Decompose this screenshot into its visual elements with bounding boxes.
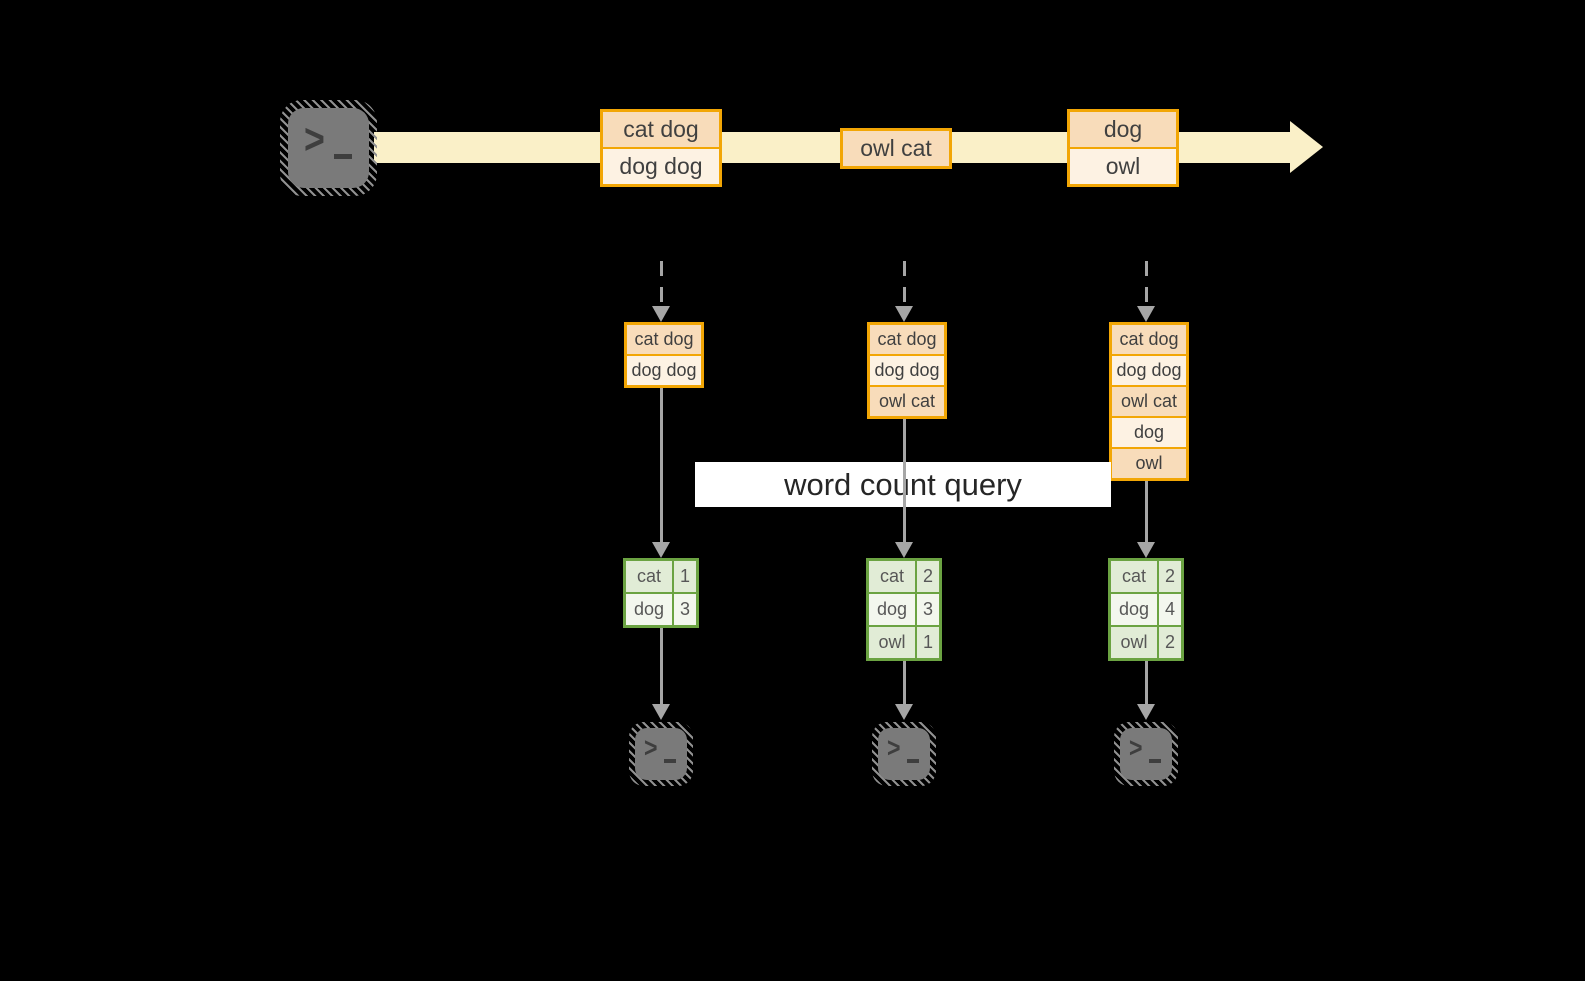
count-cell: 2 [1159, 561, 1181, 592]
buffer-cell: cat dog [627, 325, 701, 354]
query-arrow-line [902, 419, 906, 542]
buffer-cell: owl [1112, 449, 1186, 478]
event-line: dog dog [603, 149, 719, 184]
count-row: dog 3 [869, 594, 939, 625]
query-arrow-line [659, 388, 663, 542]
consumer-terminal-icon: > [1114, 722, 1178, 786]
query-arrowhead-icon [895, 542, 913, 558]
output-arrowhead-icon [895, 704, 913, 720]
prompt-chevron-icon: > [1129, 732, 1143, 764]
ingest-arrowhead-icon [1137, 306, 1155, 322]
producer-terminal-icon: > [280, 100, 377, 196]
prompt-chevron-icon: > [887, 732, 901, 764]
query-arrow-line [1144, 481, 1148, 542]
count-row: cat 1 [626, 561, 696, 592]
count-cell: 3 [674, 594, 696, 625]
ingest-arrow-line [902, 261, 906, 307]
word-cell: owl [869, 627, 915, 658]
count-row: dog 3 [626, 594, 696, 625]
output-arrow-line [659, 628, 663, 704]
ingest-arrowhead-icon [895, 306, 913, 322]
word-cell: dog [869, 594, 915, 625]
event-line: cat dog [603, 112, 719, 147]
ingest-arrowhead-icon [652, 306, 670, 322]
prompt-underscore-icon [1149, 759, 1161, 763]
count-cell: 4 [1159, 594, 1181, 625]
count-table-1: cat 1 dog 3 [623, 558, 699, 628]
query-arrowhead-icon [652, 542, 670, 558]
count-row: owl 1 [869, 627, 939, 658]
ingest-arrow-line [659, 261, 663, 307]
buffer-cell: owl cat [1112, 387, 1186, 416]
count-row: cat 2 [1111, 561, 1181, 592]
prompt-chevron-icon: > [304, 116, 325, 164]
event-line: owl cat [843, 131, 949, 166]
ingest-arrow-line [1144, 261, 1148, 307]
word-cell: dog [626, 594, 672, 625]
count-table-2: cat 2 dog 3 owl 1 [866, 558, 942, 661]
word-cell: cat [626, 561, 672, 592]
output-arrowhead-icon [1137, 704, 1155, 720]
word-cell: owl [1111, 627, 1157, 658]
event-line: dog [1070, 112, 1176, 147]
buffer-cell: dog [1112, 418, 1186, 447]
word-cell: cat [1111, 561, 1157, 592]
buffer-cell: dog dog [1112, 356, 1186, 385]
stream-event-box-2: owl cat [840, 128, 952, 169]
output-arrow-line [902, 661, 906, 704]
event-line: owl [1070, 149, 1176, 184]
count-cell: 1 [917, 627, 939, 658]
buffer-stack-2: cat dog dog dog owl cat [867, 322, 947, 419]
buffer-cell: dog dog [870, 356, 944, 385]
count-row: owl 2 [1111, 627, 1181, 658]
stream-event-box-3: dog owl [1067, 109, 1179, 187]
count-cell: 1 [674, 561, 696, 592]
prompt-underscore-icon [907, 759, 919, 763]
buffer-cell: owl cat [870, 387, 944, 416]
count-row: cat 2 [869, 561, 939, 592]
stream-arrowhead-icon [1290, 121, 1323, 173]
prompt-chevron-icon: > [644, 732, 658, 764]
output-arrow-line [1144, 661, 1148, 704]
count-table-3: cat 2 dog 4 owl 2 [1108, 558, 1184, 661]
terminal-body: > [288, 108, 369, 188]
count-cell: 2 [917, 561, 939, 592]
stream-event-box-1: cat dog dog dog [600, 109, 722, 187]
terminal-body: > [878, 728, 930, 780]
buffer-cell: dog dog [627, 356, 701, 385]
consumer-terminal-icon: > [872, 722, 936, 786]
buffer-stack-3: cat dog dog dog owl cat dog owl [1109, 322, 1189, 481]
output-arrowhead-icon [652, 704, 670, 720]
count-row: dog 4 [1111, 594, 1181, 625]
buffer-cell: cat dog [870, 325, 944, 354]
query-arrowhead-icon [1137, 542, 1155, 558]
word-cell: cat [869, 561, 915, 592]
count-cell: 2 [1159, 627, 1181, 658]
prompt-underscore-icon [664, 759, 676, 763]
count-cell: 3 [917, 594, 939, 625]
word-cell: dog [1111, 594, 1157, 625]
buffer-stack-1: cat dog dog dog [624, 322, 704, 388]
prompt-underscore-icon [334, 154, 352, 159]
consumer-terminal-icon: > [629, 722, 693, 786]
terminal-body: > [635, 728, 687, 780]
terminal-body: > [1120, 728, 1172, 780]
buffer-cell: cat dog [1112, 325, 1186, 354]
